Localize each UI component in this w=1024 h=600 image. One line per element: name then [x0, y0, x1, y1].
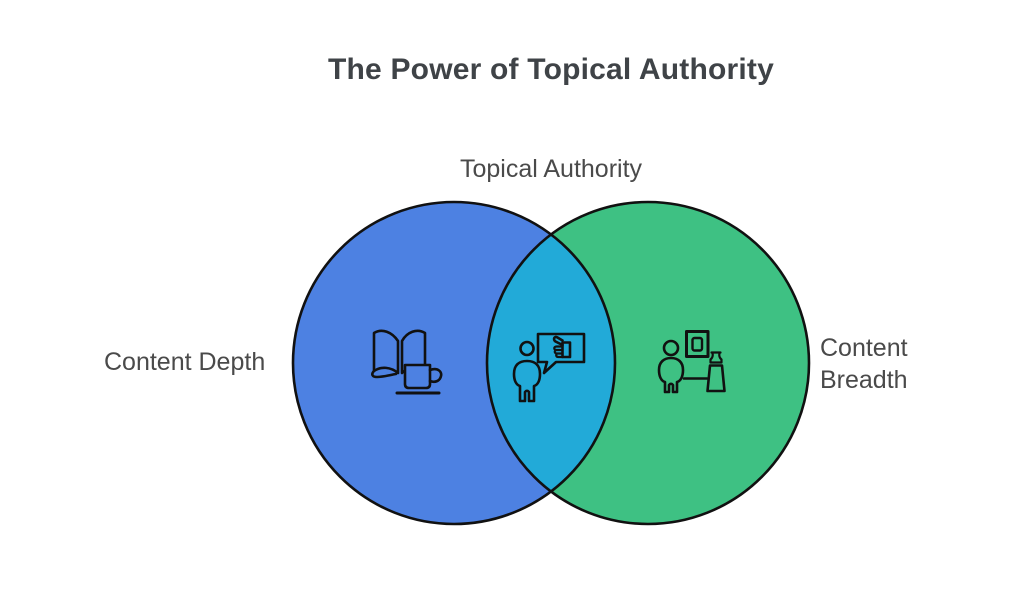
right-circle-outline — [485, 200, 811, 526]
overlap-label: Topical Authority — [459, 155, 643, 183]
picture-frame — [685, 330, 710, 358]
viewer-head — [662, 339, 680, 357]
person-head — [519, 340, 535, 357]
bust-vase — [709, 351, 723, 364]
viewer-body — [657, 356, 685, 394]
open-book-coffee-icon — [371, 329, 443, 395]
right-circle-label: Content Breadth — [820, 334, 908, 394]
book-page-curl — [371, 369, 398, 379]
coffee-mug-body — [403, 363, 432, 390]
thumbs-up-palm — [561, 341, 572, 359]
left-circle-outline — [291, 200, 617, 526]
book-left-page — [372, 329, 400, 375]
page-title: The Power of Topical Authority — [327, 53, 775, 86]
person-speech-bubble-thumbs-up-icon — [512, 332, 586, 403]
person-body — [512, 359, 542, 403]
person-gallery-exhibit-icon — [657, 330, 726, 394]
coffee-mug-handle — [428, 367, 443, 384]
thumbs-up-thumb — [552, 335, 564, 347]
thumbs-up-fingers — [553, 345, 564, 359]
bust-pedestal — [706, 364, 726, 393]
left-circle-label: Content Depth — [104, 348, 266, 376]
speech-bubble — [536, 332, 586, 375]
picture-frame-inner — [691, 336, 704, 352]
overlap-region — [487, 202, 615, 524]
